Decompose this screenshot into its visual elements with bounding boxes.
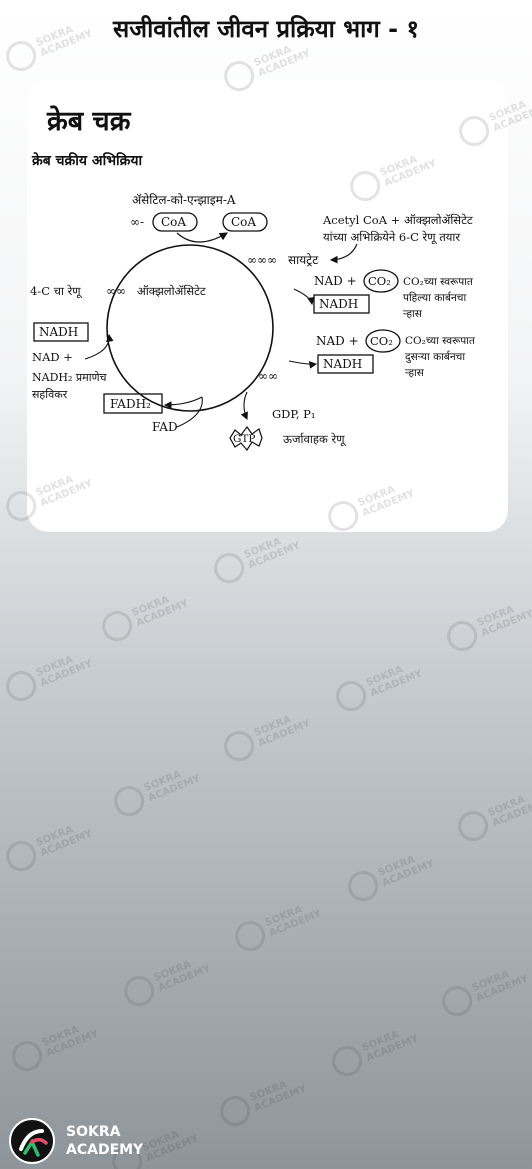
four-c-label: 4-C चा रेणू (30, 284, 83, 299)
watermark-logo-icon (209, 548, 249, 588)
watermark-logo-icon (1, 666, 41, 706)
diagram-subtitle: क्रेब चक्रीय अभिक्रिया (31, 152, 144, 169)
fad-curve (176, 396, 203, 428)
coa-prefix: ∞- (130, 215, 144, 229)
energy-molecule-label: ऊर्जावाहक रेणू (283, 432, 347, 447)
nadh-left-arrow (84, 333, 114, 360)
krebs-cycle-diagram: क्रेब चक्रीय अभिक्रिया ॲसेटिल-को-एन्झाइम… (30, 152, 476, 452)
co2-note2-line2: दुसऱ्या कार्बनचा (405, 350, 465, 364)
acetyl-coenzyme-label: ॲसेटिल-को-एन्झाइम-A (132, 193, 236, 207)
co2-note1-line2: पहिल्या कार्बनचा (403, 291, 466, 304)
coa-right-label: CoA (231, 215, 256, 229)
sokra-logo-icon (9, 1118, 55, 1164)
watermark-logo-icon (437, 981, 477, 1021)
nad-left-label: NAD + (32, 350, 73, 364)
citrate-label: सायट्रेट (288, 253, 319, 267)
watermark-logo-icon (219, 726, 259, 766)
nadh-2-label: NADH (323, 357, 362, 371)
watermark-logo-icon (97, 606, 137, 646)
co2-1-label: CO₂ (368, 274, 391, 288)
nadh-2-box (317, 354, 374, 374)
brand-line2: ACADEMY (66, 1142, 144, 1158)
coa-right-box (222, 212, 268, 232)
coa-left-label: CoA (161, 215, 186, 229)
nadh2-line2: सहविकर (32, 388, 68, 401)
acetyl-note-line1: Acetyl CoA + ऑक्झलोॲसिटेट (322, 213, 473, 227)
fadh2-arrow (163, 396, 203, 409)
four-c-chain: ∞∞ (106, 284, 126, 298)
nadh-left-box (33, 322, 89, 342)
citrate-chain: ∞∞∞ (247, 253, 277, 267)
fad-label: FAD (152, 420, 178, 434)
nadh-1-label: NADH (319, 297, 358, 311)
watermark-logo-icon (109, 781, 149, 821)
nad-1-label: NAD + (314, 274, 357, 288)
card-heading: क्रेब चक्र (47, 106, 131, 137)
nad-2-label: NAD + (316, 334, 359, 348)
watermark-logo-icon (119, 971, 159, 1011)
watermark-logo-icon (1, 836, 41, 876)
co2-note1-line1: CO₂च्या स्वरूपात (403, 276, 474, 288)
co2-note1-line3: ऱ्हास (403, 308, 423, 320)
gtp-burst-icon (229, 425, 263, 452)
coa-arrow (176, 232, 229, 243)
gtp-arrow (240, 391, 248, 421)
krebs-cycle-card: क्रेब चक्र क्रेब चक्रीय अभिक्रिया ॲसेटिल… (27, 79, 508, 532)
citrate-arrow (329, 243, 358, 264)
watermark-logo-icon (7, 1036, 47, 1076)
fadh2-label: FADH₂ (110, 397, 151, 411)
co2-note2-line3: ऱ्हास (405, 367, 425, 379)
co2-note2-line1: CO₂च्या स्वरूपात (405, 335, 476, 347)
bottom-chain: ∞∞ (258, 369, 278, 383)
brand-logo: SOKRA ACADEMY (8, 1117, 143, 1165)
watermark-logo-icon (327, 1041, 367, 1081)
fadh2-box (103, 393, 163, 414)
nadh-left-label: NADH (39, 325, 78, 339)
watermark-logo-icon (331, 676, 371, 716)
cycle-circle (106, 244, 274, 412)
brand-line1: SOKRA (66, 1124, 121, 1140)
watermark-logo-icon (343, 866, 383, 906)
co2-2-oval (365, 329, 401, 353)
nadh-2-arrow (288, 360, 318, 369)
brand-text: SOKRA ACADEMY (66, 1123, 143, 1159)
watermark-logo-icon (442, 616, 482, 656)
co2-1-oval (363, 269, 399, 293)
gdp-label: GDP, P₁ (272, 407, 315, 421)
oxaloacetate-label: ऑक्झलोॲसिटेट (137, 284, 206, 298)
gtp-label: GTP (233, 433, 255, 445)
coa-left-box (152, 212, 198, 232)
nadh2-line1: NADH₂ प्रमाणेच (32, 371, 108, 384)
page-title: सजीवांतील जीवन प्रक्रिया भाग - १ (113, 15, 419, 43)
watermark-logo-icon (230, 916, 270, 956)
watermark-logo-icon (215, 1091, 255, 1131)
acetyl-note-line2: यांच्या अभिक्रियेने 6-C रेणू तयार (323, 230, 460, 245)
co2-2-label: CO₂ (370, 334, 393, 348)
nadh-1-arrow (293, 288, 315, 306)
watermark-logo-icon (453, 806, 493, 846)
